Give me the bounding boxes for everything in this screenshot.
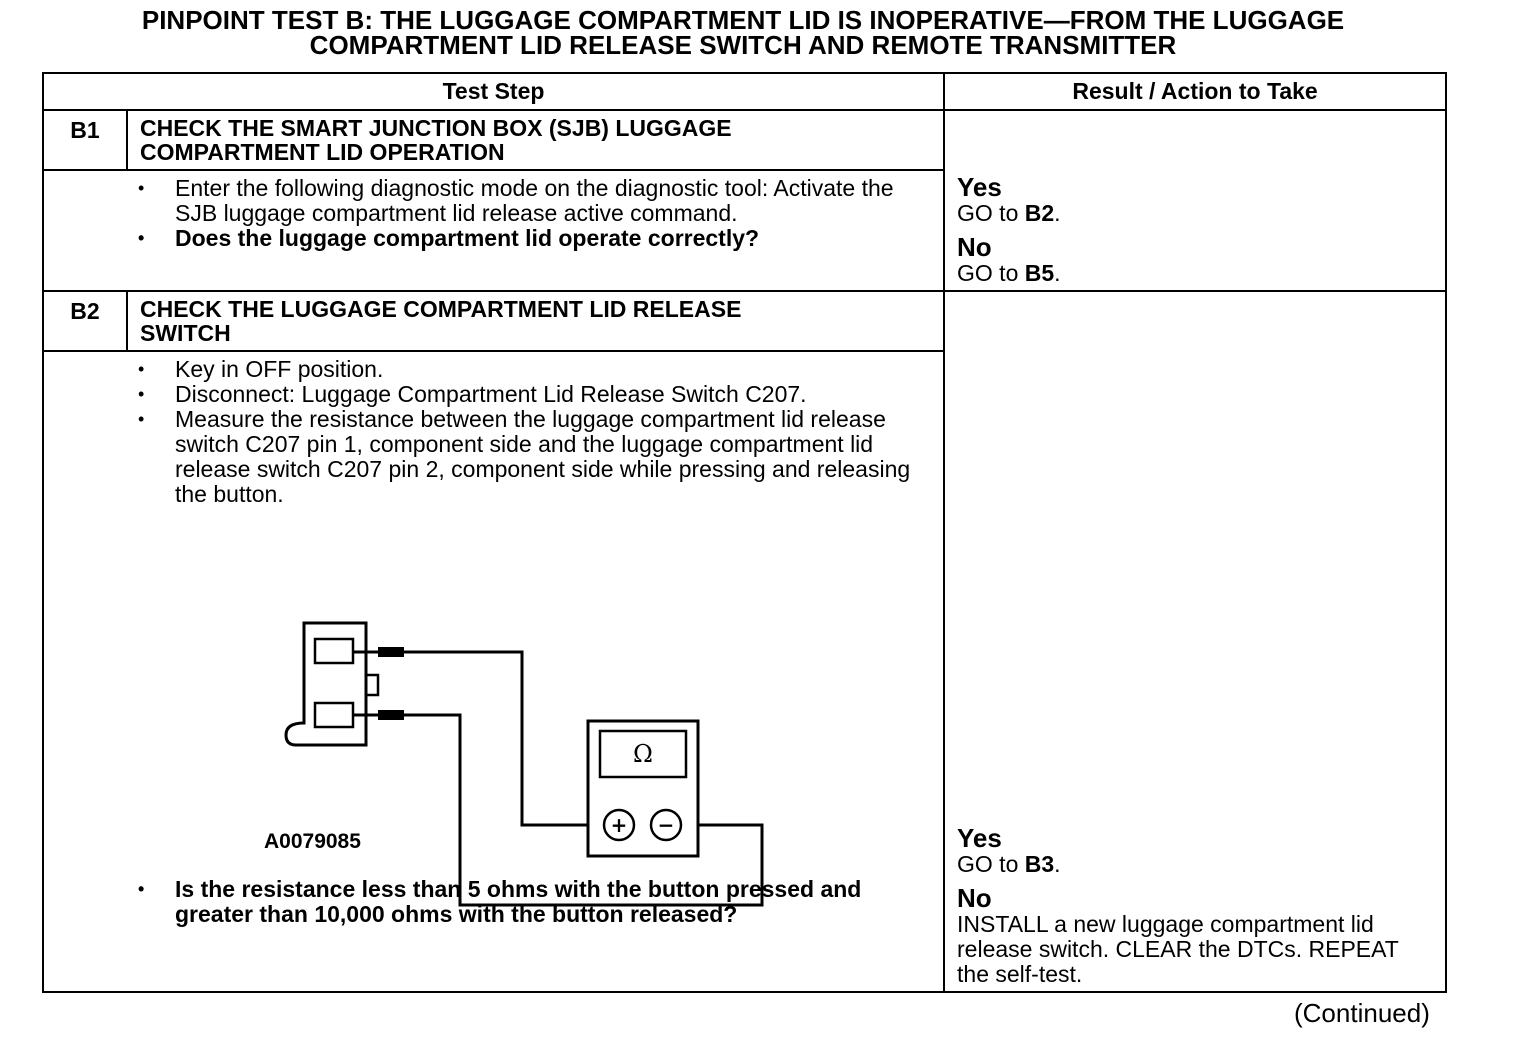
step-b1-result: Yes GO to B2. No GO to B5. bbox=[943, 109, 1448, 292]
pinpoint-test-table: Test Step Result / Action to Take B1 CHE… bbox=[41, 72, 1448, 993]
step-b2-result: Yes GO to B3. No INSTALL a new luggage c… bbox=[943, 290, 1448, 993]
b1-no-ref: B5 bbox=[1024, 260, 1055, 286]
b1-no-label: No bbox=[957, 232, 992, 262]
b1-yes-go-to: GO to bbox=[957, 200, 1025, 226]
positive-terminal-icon bbox=[602, 808, 636, 842]
b2-bullet-1: Key in OFF position. bbox=[138, 357, 933, 383]
step-b2-heading-line-1: CHECK THE LUGGAGE COMPARTMENT LID RELEAS… bbox=[140, 296, 742, 322]
b1-bullet-2: Does the luggage compartment lid operate… bbox=[138, 226, 933, 252]
b1-bullet-list: Enter the following diagnostic mode on t… bbox=[138, 176, 933, 252]
probe-1-icon bbox=[378, 647, 404, 657]
step-b2-heading-line-2: SWITCH bbox=[140, 320, 231, 346]
b1-yes-label: Yes bbox=[957, 172, 1002, 202]
lead-positive bbox=[404, 650, 590, 827]
positive-terminal-label: + bbox=[611, 813, 628, 837]
connector-pin-1-icon bbox=[313, 637, 355, 665]
step-b2-heading-row: B2 CHECK THE LUGGAGE COMPARTMENT LID REL… bbox=[42, 290, 1448, 993]
step-b1-body-row: Enter the following diagnostic mode on t… bbox=[41, 169, 1446, 292]
title-line-2: COMPARTMENT LID RELEASE SWITCH AND REMOT… bbox=[309, 30, 1177, 60]
b2-yes-action: GO to B3. bbox=[957, 851, 1061, 877]
negative-terminal-label: − bbox=[658, 813, 675, 837]
step-id-b1: B1 bbox=[42, 109, 128, 171]
step-id-b2: B2 bbox=[42, 290, 128, 352]
continued-label: (Continued) bbox=[1294, 998, 1430, 1028]
b1-no-action: GO to B5. bbox=[957, 260, 1061, 286]
step-b1-heading-line-2: COMPARTMENT LID OPERATION bbox=[140, 139, 505, 165]
title-line-1: PINPOINT TEST B: THE LUGGAGE COMPARTMENT… bbox=[141, 5, 1345, 35]
figure-id: A0079085 bbox=[264, 830, 361, 853]
b2-question: Is the resistance less than 5 ohms with … bbox=[138, 877, 933, 927]
meter-ohm-symbol: Ω bbox=[633, 740, 653, 768]
connector-pin-2-icon bbox=[313, 701, 355, 729]
meter-display bbox=[598, 729, 688, 779]
b2-yes-go-to: GO to bbox=[957, 851, 1025, 877]
step-b2-body-row: Key in OFF position. Disconnect: Luggage… bbox=[41, 350, 1446, 993]
b2-yes-label: Yes bbox=[957, 823, 1002, 853]
b2-bullet-2: Disconnect: Luggage Compartment Lid Rele… bbox=[138, 382, 933, 408]
b1-yes-ref: B2 bbox=[1024, 200, 1055, 226]
resistance-test-figure: Ω + − A0079085 bbox=[138, 517, 918, 907]
b2-no-action: INSTALL a new luggage compartment lid re… bbox=[957, 911, 1399, 987]
b1-yes-action: GO to B2. bbox=[957, 200, 1061, 226]
b2-question-list: Is the resistance less than 5 ohms with … bbox=[138, 877, 933, 927]
page-title: PINPOINT TEST B: THE LUGGAGE COMPARTMENT… bbox=[0, 5, 1486, 60]
switch-ohmmeter-diagram: Ω + − bbox=[284, 621, 764, 907]
b2-bullet-3: Measure the resistance between the lugga… bbox=[138, 407, 933, 507]
b2-no-label: No bbox=[957, 883, 992, 913]
table-header-row: Test Step Result / Action to Take bbox=[41, 72, 1448, 111]
step-b1-heading: CHECK THE SMART JUNCTION BOX (SJB) LUGGA… bbox=[125, 109, 946, 171]
step-b1-heading-line-1: CHECK THE SMART JUNCTION BOX (SJB) LUGGA… bbox=[140, 115, 732, 141]
step-b2-heading: CHECK THE LUGGAGE COMPARTMENT LID RELEAS… bbox=[125, 290, 946, 352]
header-result: Result / Action to Take bbox=[943, 72, 1448, 111]
b1-bullet-1: Enter the following diagnostic mode on t… bbox=[138, 176, 933, 226]
connector-body-icon bbox=[284, 621, 368, 747]
probe-2-icon bbox=[378, 710, 404, 720]
negative-terminal-icon bbox=[649, 808, 683, 842]
b2-yes-ref: B3 bbox=[1024, 851, 1055, 877]
step-b2-body: Key in OFF position. Disconnect: Luggage… bbox=[41, 350, 946, 993]
connector-latch-icon bbox=[366, 673, 380, 697]
header-test-step: Test Step bbox=[41, 72, 946, 111]
b2-bullet-list: Key in OFF position. Disconnect: Luggage… bbox=[138, 357, 933, 507]
step-b1-heading-row: B1 CHECK THE SMART JUNCTION BOX (SJB) LU… bbox=[42, 109, 1448, 292]
b1-no-go-to: GO to bbox=[957, 260, 1025, 286]
step-b1-body: Enter the following diagnostic mode on t… bbox=[41, 169, 946, 292]
